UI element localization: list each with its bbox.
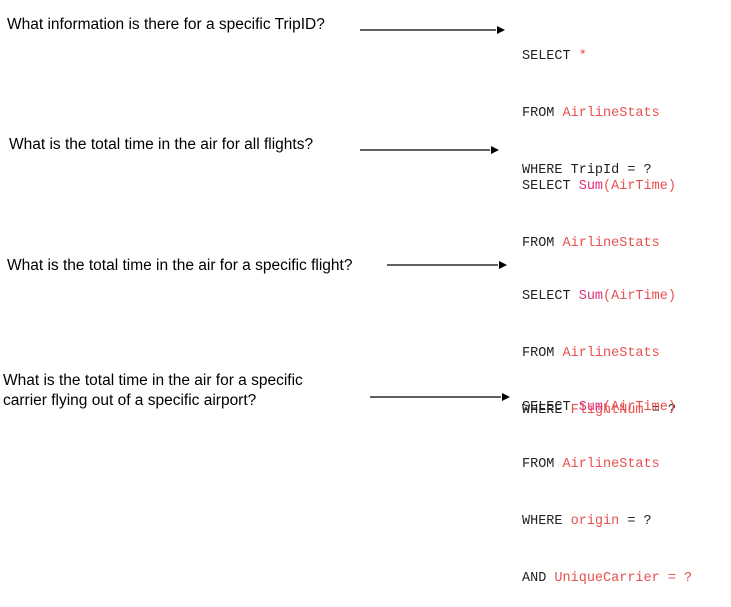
- question-text: What is the total time in the air for al…: [9, 136, 314, 153]
- sql-line-and: AND UniqueCarrier = ?: [522, 569, 692, 588]
- sql-table: AirlineStats: [562, 236, 660, 251]
- sql-line-select: SELECT Sum(AirTime): [522, 177, 676, 196]
- sql-function-arg: (AirTime): [603, 400, 676, 415]
- sql-query-trip-info: SELECT * FROM AirlineStats WHERE TripId …: [522, 9, 660, 199]
- sql-keyword: SELECT: [522, 49, 571, 64]
- sql-keyword: FROM: [522, 236, 555, 251]
- sql-line-where: WHERE TripId = ?: [522, 161, 660, 180]
- sql-keyword: FROM: [522, 106, 555, 121]
- sql-keyword: WHERE: [522, 403, 563, 418]
- sql-keyword: FROM: [522, 346, 555, 361]
- sql-keyword: SELECT: [522, 289, 571, 304]
- arrow-icon: [387, 261, 507, 269]
- question-total-airtime: What is the total time in the air for al…: [9, 135, 313, 155]
- arrow-icon: [370, 393, 510, 401]
- question-text: What is the total time in the air for a …: [7, 257, 353, 274]
- sql-line-from: FROM AirlineStats: [522, 344, 676, 363]
- sql-line-from: FROM AirlineStats: [522, 104, 660, 123]
- question-flight-airtime: What is the total time in the air for a …: [7, 256, 352, 276]
- sql-table: AirlineStats: [562, 106, 660, 121]
- sql-query-total-airtime: SELECT Sum(AirTime) FROM AirlineStats: [522, 139, 676, 272]
- sql-keyword: AND: [522, 571, 547, 586]
- sql-table: AirlineStats: [562, 346, 660, 361]
- sql-condition: = ?: [643, 403, 676, 418]
- question-trip-info: What information is there for a specific…: [7, 15, 325, 35]
- sql-keyword: WHERE: [522, 163, 563, 178]
- sql-column: TripId: [570, 163, 620, 178]
- question-carrier-airport-airtime: What is the total time in the air for a …: [3, 371, 303, 411]
- sql-function: Sum: [578, 289, 604, 304]
- sql-line-from: FROM AirlineStats: [522, 455, 692, 474]
- sql-condition: = ?: [619, 163, 652, 178]
- question-text: What information is there for a specific…: [7, 16, 325, 33]
- sql-query-flight-airtime: SELECT Sum(AirTime) FROM AirlineStats WH…: [522, 249, 676, 439]
- sql-line-select: SELECT Sum(AirTime): [522, 287, 676, 306]
- sql-keyword: SELECT: [522, 400, 571, 415]
- sql-keyword: FROM: [522, 457, 555, 472]
- question-text-line-2: carrier flying out of a specific airport…: [3, 392, 257, 409]
- sql-keyword: SELECT: [522, 179, 571, 194]
- sql-function-arg: (AirTime): [603, 179, 676, 194]
- sql-line-select: SELECT *: [522, 47, 660, 66]
- sql-column: FlightNum: [570, 403, 644, 418]
- sql-condition: = ?: [619, 514, 652, 529]
- sql-line-select: SELECT Sum(AirTime): [522, 398, 692, 417]
- sql-function: Sum: [578, 400, 604, 415]
- sql-function-arg: (AirTime): [603, 289, 676, 304]
- question-text-line-1: What is the total time in the air for a …: [3, 372, 303, 389]
- sql-condition: UniqueCarrier = ?: [554, 571, 693, 586]
- sql-line-where: WHERE origin = ?: [522, 512, 692, 531]
- sql-table: AirlineStats: [562, 457, 660, 472]
- sql-column: origin: [570, 514, 620, 529]
- sql-line-from: FROM AirlineStats: [522, 234, 676, 253]
- sql-query-carrier-airport-airtime: SELECT Sum(AirTime) FROM AirlineStats WH…: [522, 360, 692, 607]
- sql-line-where: WHERE FlightNum = ?: [522, 401, 676, 420]
- sql-wildcard: *: [578, 49, 587, 64]
- arrow-icon: [360, 26, 505, 34]
- sql-function: Sum: [578, 179, 604, 194]
- arrow-icon: [360, 146, 499, 154]
- sql-keyword: WHERE: [522, 514, 563, 529]
